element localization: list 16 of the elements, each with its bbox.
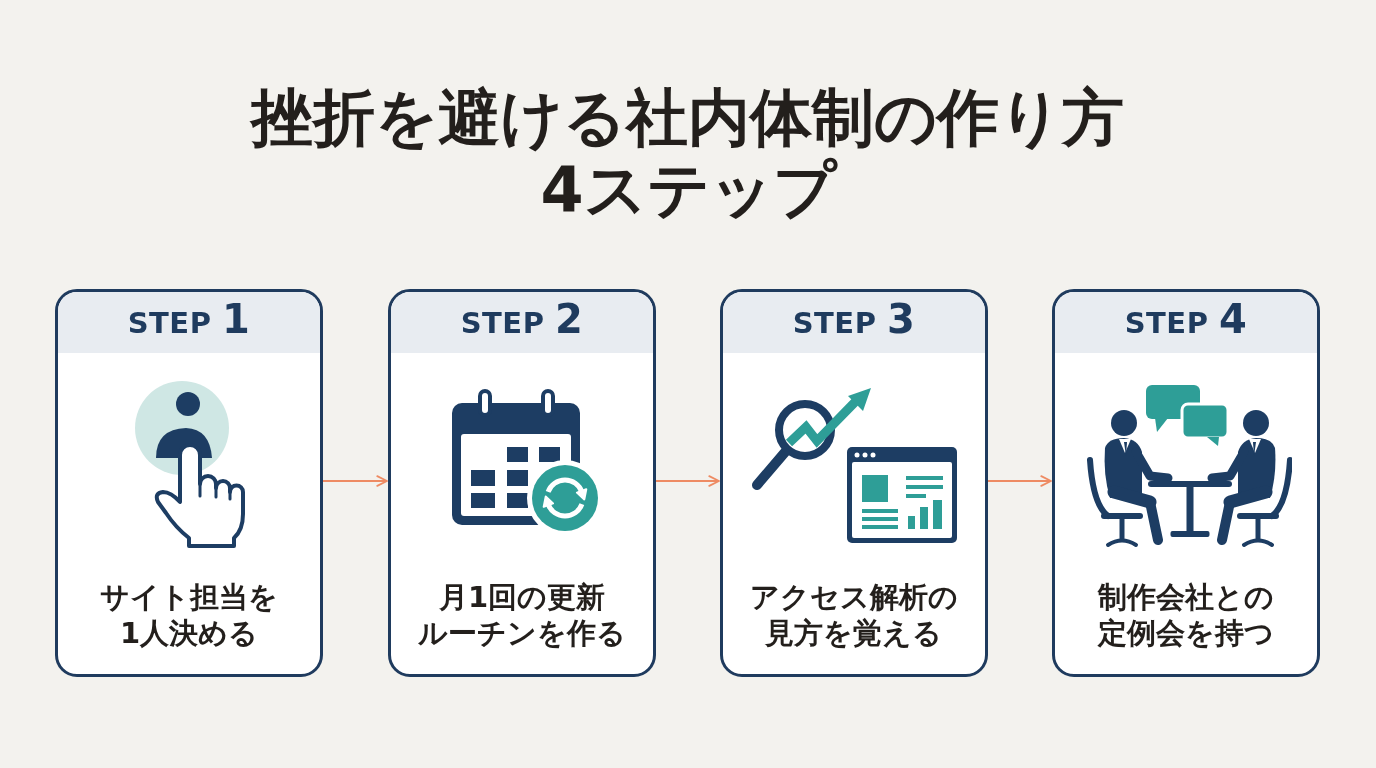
step-heading: STEP 1	[58, 292, 320, 353]
step-description: 月1回の更新ルーチンを作る	[417, 579, 627, 651]
arrow	[987, 475, 1052, 487]
title: 挫折を避ける社内体制の作り方4ステップ	[248, 82, 1126, 226]
step-card	[1052, 289, 1320, 677]
step-heading: STEP 4	[1055, 292, 1317, 353]
step-heading: STEP 3	[723, 292, 985, 353]
step-description: アクセス解析の見方を覚える	[749, 579, 959, 651]
step-card	[55, 289, 323, 677]
step-heading: STEP 2	[391, 292, 653, 353]
step-card	[720, 289, 988, 677]
step-description: サイト担当を1人決める	[99, 579, 279, 651]
step-card	[388, 289, 656, 677]
arrow	[655, 475, 720, 487]
step-description: 制作会社との定例会を持つ	[1096, 579, 1275, 651]
arrow	[322, 475, 388, 487]
